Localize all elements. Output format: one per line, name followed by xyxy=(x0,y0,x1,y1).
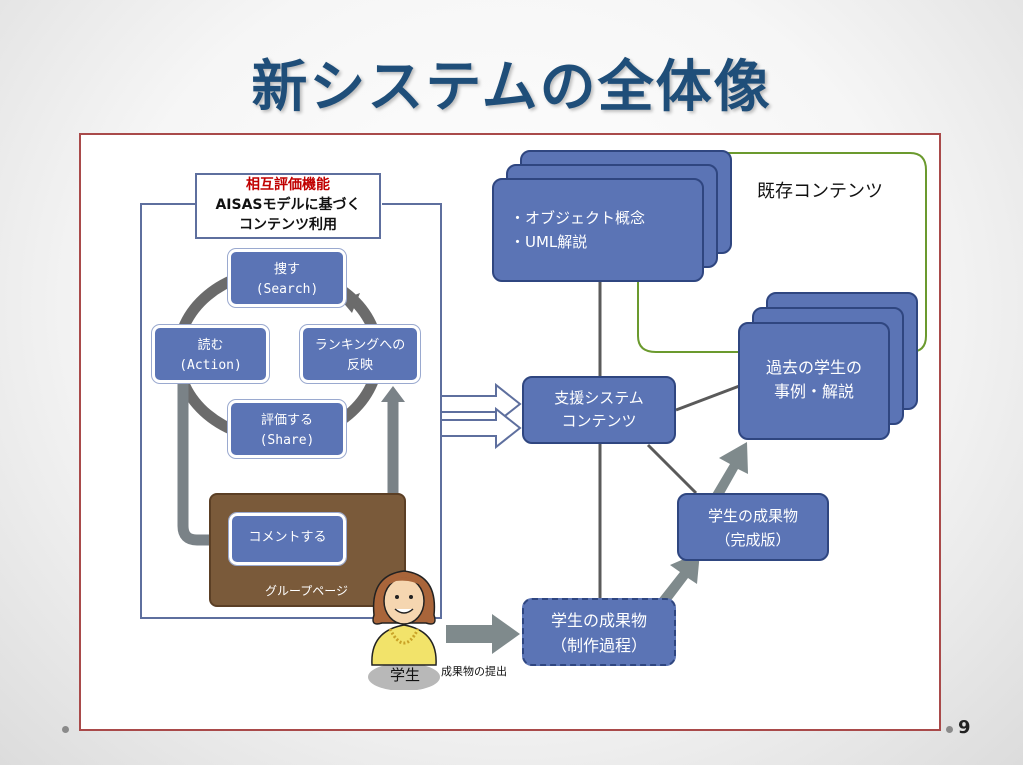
page-left-dot xyxy=(62,726,69,733)
mutual-evaluation-callout: 相互評価機能 AISASモデルに基づく コンテンツ利用 xyxy=(195,173,381,239)
callout-line-2: AISASモデルに基づく xyxy=(215,197,361,213)
callout-heading: 相互評価機能 xyxy=(246,177,330,193)
student-label: 学生 xyxy=(390,666,421,684)
page-right-dot xyxy=(946,726,953,733)
share-step-box: 評価する (Share) xyxy=(227,399,347,459)
page-number: 9 xyxy=(958,717,971,738)
callout-line-3: コンテンツ利用 xyxy=(239,217,337,233)
group-page-label: グループページ xyxy=(265,584,349,598)
object-uml-box: ・オブジェクト概念 ・UML解説 xyxy=(492,178,704,282)
submit-deliverable-label: 成果物の提出 xyxy=(441,665,507,678)
draft-deliverable-box: 学生の成果物 （制作過程） xyxy=(522,598,676,666)
past-student-cases-box: 過去の学生の 事例・解説 xyxy=(738,322,890,440)
existing-contents-label: 既存コンテンツ xyxy=(757,181,883,202)
ranking-step-box: ランキングへの 反映 xyxy=(299,324,421,384)
search-step-box: 捜す (Search) xyxy=(227,248,347,308)
comment-step-box: コメントする xyxy=(228,512,347,566)
action-step-box: 読む (Action) xyxy=(151,324,270,384)
slide-title: 新システムの全体像 xyxy=(251,55,772,120)
final-deliverable-box: 学生の成果物 （完成版） xyxy=(677,493,829,561)
support-system-box: 支援システム コンテンツ xyxy=(522,376,676,444)
student-icon xyxy=(368,570,440,690)
